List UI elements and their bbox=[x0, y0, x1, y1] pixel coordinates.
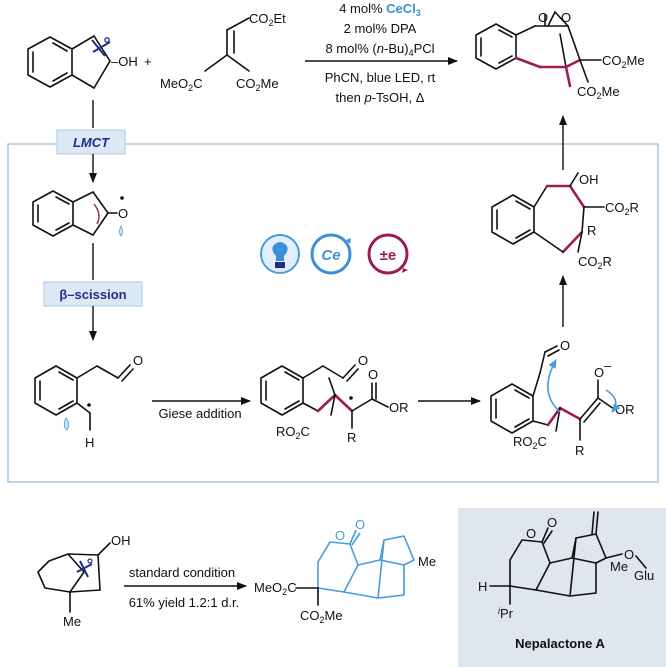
svg-text:CO2Et: CO2Et bbox=[249, 11, 286, 28]
svg-text:then p-TsOH, Δ: then p-TsOH, Δ bbox=[336, 90, 425, 105]
svg-text:Me: Me bbox=[63, 614, 81, 629]
svg-text:Me: Me bbox=[610, 559, 628, 574]
svg-text:H: H bbox=[85, 435, 94, 450]
aldol-product: OH CO2R R CO2R bbox=[491, 172, 639, 271]
svg-text:MeO2C: MeO2C bbox=[254, 580, 297, 597]
reaction-conditions: 4 mol% CeCl3 2 mol% DPA 8 mol% (n-Bu)4PC… bbox=[305, 1, 458, 105]
product-lactone: O O CO2Me CO2Me bbox=[475, 10, 645, 101]
beta-scission-label: β–scission bbox=[59, 287, 126, 302]
oh-label: –OH bbox=[111, 54, 138, 69]
svg-text:RO2C: RO2C bbox=[513, 434, 547, 451]
svg-text:2 mol% DPA: 2 mol% DPA bbox=[344, 21, 417, 36]
svg-text:OH: OH bbox=[111, 533, 131, 548]
svg-text:CO2Me: CO2Me bbox=[236, 76, 279, 93]
electron-transfer-icon: ±e bbox=[367, 233, 409, 275]
svg-text:O: O bbox=[368, 367, 378, 382]
tricyclic-lactone-product: O O MeO2C CO2Me Me bbox=[254, 517, 436, 625]
svg-text:O: O bbox=[547, 515, 557, 530]
mechanism-box bbox=[7, 143, 659, 483]
svg-text:R: R bbox=[347, 430, 356, 445]
giese-label: Giese addition bbox=[158, 406, 241, 421]
svg-text:O: O bbox=[561, 10, 571, 25]
svg-text:R: R bbox=[587, 223, 596, 238]
enolate-intermediate: O O – OR R RO2C bbox=[490, 338, 635, 458]
svg-text:4 mol% CeCl3: 4 mol% CeCl3 bbox=[339, 1, 421, 18]
svg-text:O: O bbox=[355, 517, 365, 532]
giese-adduct: O O OR R RO2C bbox=[260, 353, 409, 445]
svg-text:Me: Me bbox=[418, 554, 436, 569]
svg-text:PhCN, blue LED, rt: PhCN, blue LED, rt bbox=[325, 70, 436, 85]
ce-label: Ce bbox=[321, 247, 340, 264]
nepalactone-panel bbox=[458, 508, 666, 667]
svg-text:O: O bbox=[118, 206, 128, 221]
svg-text:O: O bbox=[594, 365, 604, 380]
svg-text:CO2R: CO2R bbox=[605, 200, 639, 217]
svg-text:OR: OR bbox=[615, 402, 635, 417]
svg-text:RO2C: RO2C bbox=[276, 424, 310, 441]
yield-label: 61% yield 1.2:1 d.r. bbox=[129, 595, 240, 610]
svg-text:O: O bbox=[133, 353, 143, 368]
blue-led-icon bbox=[260, 234, 300, 274]
bicyclic-starting-material: OH Me bbox=[37, 533, 131, 629]
lmct-label: LMCT bbox=[73, 135, 110, 150]
plus-sign: + bbox=[144, 54, 152, 69]
svg-text:R: R bbox=[575, 443, 584, 458]
svg-text:Glu: Glu bbox=[634, 568, 654, 583]
nepalactone-structure: O O O Glu Me H iPr bbox=[478, 511, 654, 621]
svg-text:CO2Me: CO2Me bbox=[300, 608, 343, 625]
svg-text:OH: OH bbox=[579, 172, 599, 187]
svg-text:O: O bbox=[624, 547, 634, 562]
svg-text:–: – bbox=[604, 358, 612, 373]
standard-condition-label: standard condition bbox=[129, 565, 235, 580]
svg-text:MeO2C: MeO2C bbox=[160, 76, 203, 93]
svg-text:O: O bbox=[526, 526, 536, 541]
reactant-indanol: –OH bbox=[27, 35, 138, 89]
svg-text:O: O bbox=[560, 338, 570, 353]
cerium-cycle-icon: Ce bbox=[310, 233, 352, 275]
svg-text:CO2Me: CO2Me bbox=[577, 84, 620, 101]
svg-text:CO2Me: CO2Me bbox=[602, 53, 645, 70]
electron-label: ±e bbox=[380, 247, 397, 264]
svg-text:H: H bbox=[478, 579, 487, 594]
beta-label-box bbox=[43, 281, 143, 307]
nepalactone-name: Nepalactone A bbox=[515, 636, 605, 651]
benzylic-radical: O H bbox=[34, 353, 143, 450]
reactant-alkene: CO2Et MeO2C CO2Me bbox=[160, 11, 286, 93]
alkoxy-radical: O bbox=[32, 190, 128, 237]
svg-text:OR: OR bbox=[389, 400, 409, 415]
svg-text:O: O bbox=[538, 10, 548, 25]
svg-text:iPr: iPr bbox=[498, 606, 514, 621]
svg-text:O: O bbox=[335, 528, 345, 543]
lmct-label-box bbox=[56, 129, 126, 155]
svg-text:8 mol% (n-Bu)4PCl: 8 mol% (n-Bu)4PCl bbox=[325, 41, 434, 58]
svg-text:CO2R: CO2R bbox=[578, 254, 612, 271]
svg-text:O: O bbox=[358, 353, 368, 368]
